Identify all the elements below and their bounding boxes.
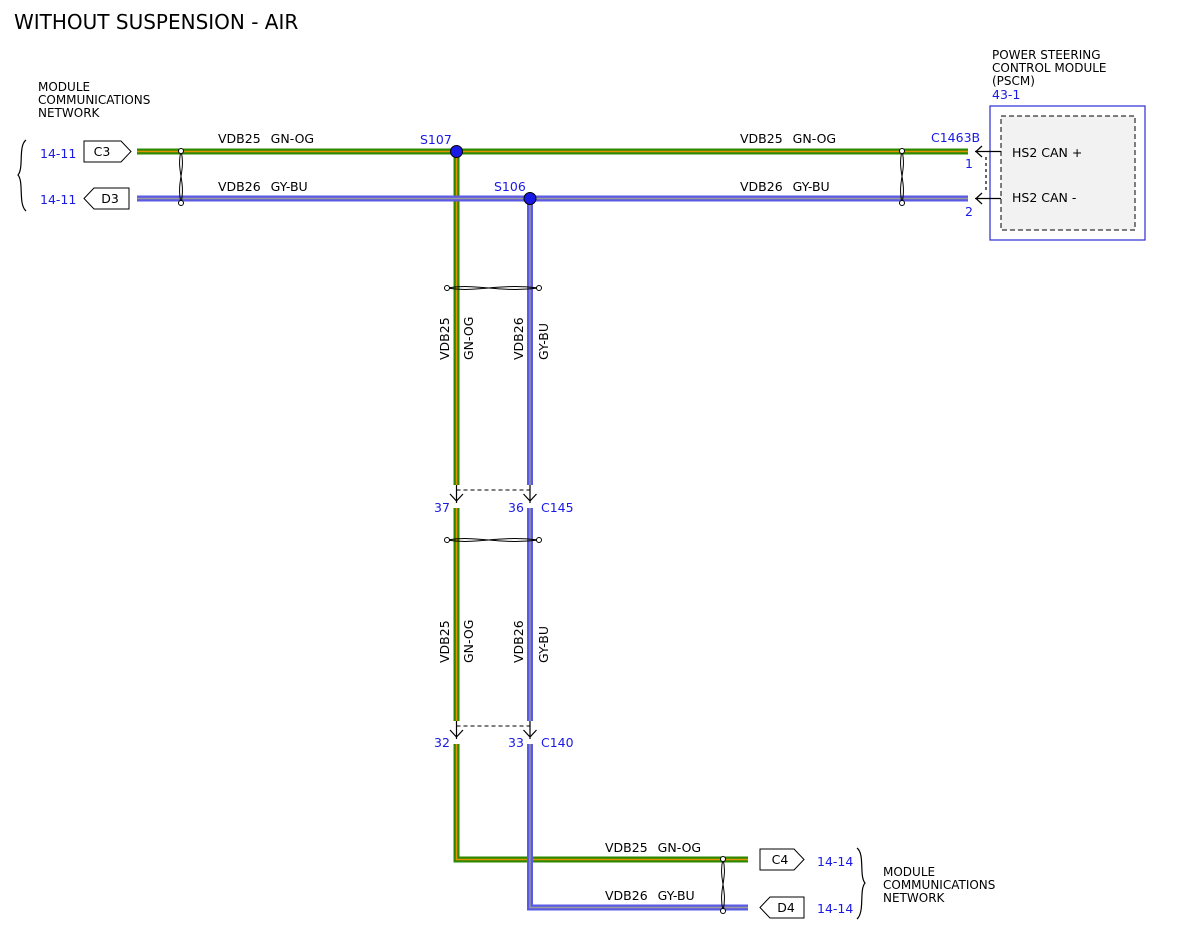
splice-s107-label: S107 [420,132,452,147]
c140-pin-32: 32 [434,735,450,750]
c145-pin-36: 36 [508,500,524,515]
svg-text:C3: C3 [94,144,111,159]
splice-s106-label: S106 [494,179,526,194]
svg-text:NETWORK: NETWORK [883,891,946,905]
module-pin-2: 2 [965,204,973,219]
module-name-label: POWER STEERING CONTROL MODULE (PSCM) [992,48,1107,88]
svg-text:CONTROL MODULE: CONTROL MODULE [992,61,1107,75]
connector-flag-c3: C3 [83,140,132,163]
wire-label-vert1-blue-color: GY-BU [536,323,551,360]
wire-label-vert1-green-color: GN-OG [461,317,476,360]
module-connector-label: C1463B [931,130,980,145]
svg-text:D4: D4 [777,900,795,915]
wire-label-vert2-blue-color: GY-BU [536,626,551,663]
svg-text:(PSCM): (PSCM) [992,74,1035,88]
left-network-brace [17,139,27,212]
left-ref-page-c3: 14-11 [40,146,76,161]
c140-label: C140 [541,735,574,750]
svg-text:D3: D3 [101,191,119,206]
wire-vdb26-gy-bu [137,195,968,911]
module-pin-1: 1 [965,156,973,171]
diagram-title: WITHOUT SUSPENSION - AIR [14,10,298,34]
module-pin-1-label: HS2 CAN + [1012,145,1082,160]
svg-text:MODULE: MODULE [883,865,935,879]
c145-pin-37: 37 [434,500,450,515]
module-inner-box [1000,115,1136,231]
splice-s106 [523,192,537,205]
svg-text:POWER STEERING: POWER STEERING [992,48,1101,62]
c145-label: C145 [541,500,574,515]
connector-flag-c4: C4 [759,848,805,871]
svg-text:C4: C4 [772,852,789,867]
svg-text:COMMUNICATIONS: COMMUNICATIONS [38,93,150,107]
module-pin-terminals [975,145,1001,205]
wire-label-vert2-green-color: GN-OG [461,620,476,663]
bottom-network-labels: MODULE COMMUNICATIONS NETWORK [883,865,995,905]
bottom-ref-page-c4: 14-14 [817,854,853,869]
c140-pin-33: 33 [508,735,524,750]
wire-vdb25-gn-og [137,148,968,863]
connector-flag-d4: D4 [759,896,805,919]
left-ref-page-d3: 14-11 [40,192,76,207]
svg-text:COMMUNICATIONS: COMMUNICATIONS [883,878,995,892]
wire-label-vert2-blue-circuit: VDB26 [511,620,526,663]
bottom-network-brace [856,847,866,920]
inline-connector-c140 [449,721,537,739]
inline-connector-c145 [449,485,537,503]
wire-label-vert2-green-circuit: VDB25 [437,620,452,663]
bottom-ref-page-d4: 14-14 [817,901,853,916]
module-ref: 43-1 [992,87,1020,102]
splice-s107 [450,145,463,158]
svg-text:MODULE: MODULE [38,80,90,94]
module-pin-2-label: HS2 CAN - [1012,190,1076,205]
wire-label-vert1-blue-circuit: VDB26 [511,317,526,360]
left-network-labels: MODULE COMMUNICATIONS NETWORK [38,80,150,120]
svg-text:NETWORK: NETWORK [38,106,101,120]
connector-flag-d3: D3 [83,187,130,210]
wire-label-vert1-green-circuit: VDB25 [437,317,452,360]
